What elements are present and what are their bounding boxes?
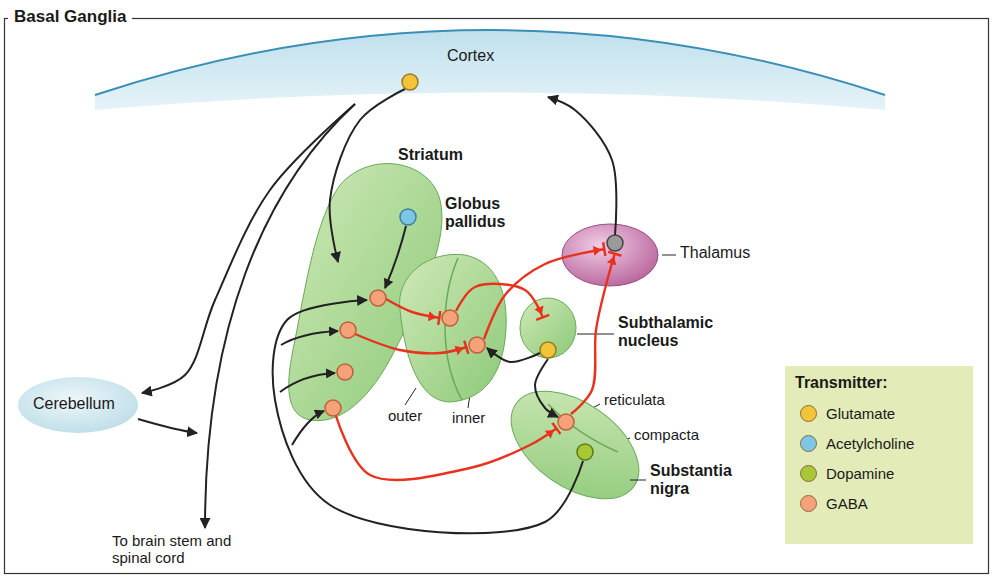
cortex-band [95, 30, 885, 110]
gaba-neuron [370, 290, 386, 306]
legend-swatch [800, 435, 817, 452]
region-name: Subthalamic nucleus [618, 314, 718, 351]
brain-region: Cortex [95, 25, 885, 115]
inhibitory-pathway [386, 299, 440, 318]
gaba-neuron [337, 364, 353, 380]
cholinergic-pathway [385, 226, 406, 288]
legend-swatch [800, 495, 817, 512]
cerebellum-shape [18, 377, 138, 433]
leader-line [662, 255, 676, 256]
legend-text: Glutamate [826, 405, 895, 422]
region-name: Globus pallidus [445, 195, 519, 232]
legend-text: Acetylcholine [826, 435, 914, 452]
legend-text: GABA [826, 495, 868, 512]
glutamate-neuron [402, 74, 418, 90]
gaba-neuron [325, 400, 341, 416]
legend-swatch [800, 405, 817, 422]
gaba-neuron [442, 310, 458, 326]
dopamine-branch [281, 331, 338, 345]
part-label: To brain stem and spinal cord [112, 532, 242, 567]
gaba-neuron [558, 414, 574, 430]
part-label: compacta [634, 426, 699, 443]
region-name: Striatum [398, 146, 463, 164]
dopamine-neuron [577, 444, 593, 460]
gaba-neuron [340, 322, 356, 338]
glutamate-neuron [540, 342, 556, 358]
brain-region: Cerebellum [16, 376, 140, 434]
part-label: Transmitter: [795, 374, 887, 392]
thalamic-neuron [607, 235, 623, 251]
gaba-neuron [469, 337, 485, 353]
legend-swatch [800, 465, 817, 482]
brain-region: Globus pallidus [395, 192, 525, 407]
legend-text: Dopamine [826, 465, 894, 482]
region-name: Cerebellum [33, 395, 115, 413]
part-label: outer [388, 407, 422, 424]
inhibitory-pathway [456, 284, 543, 318]
inhibitory-pathway [484, 249, 605, 339]
inhibitory-pathway [571, 253, 615, 414]
inhibitory-pathway [336, 416, 557, 480]
excitatory-pathway [142, 104, 355, 393]
acetylcholine-neuron [400, 209, 416, 225]
excitatory-pathway [487, 348, 540, 362]
subthalamic-shape [520, 298, 576, 358]
excitatory-pathway [273, 300, 583, 533]
legend-entry: Glutamate [800, 405, 895, 422]
cerebellar-output [138, 419, 197, 433]
part-label: inner [452, 409, 485, 426]
region-outline [95, 25, 885, 115]
part-label: reticulata [604, 391, 665, 408]
cortex-edge [95, 30, 885, 95]
legend-entry: Dopamine [800, 465, 894, 482]
diagram-title: Basal Ganglia [8, 7, 132, 27]
leader-line [630, 480, 646, 481]
region-name: Thalamus [680, 244, 750, 262]
brain-region: Thalamus [560, 222, 757, 288]
excitatory-pathway [535, 359, 558, 417]
legend-panel [785, 366, 973, 544]
frame [5, 19, 989, 574]
region-name: Cortex [447, 47, 494, 65]
excitatory-pathway [548, 97, 616, 235]
legend-entry: Acetylcholine [800, 435, 914, 452]
dopamine-branch [280, 373, 335, 392]
dopamine-branch [292, 411, 324, 445]
pallidus-shape [400, 254, 507, 402]
segment-divider [445, 258, 462, 400]
legend-entry: GABA [800, 495, 868, 512]
region-name: Substantia nigra [650, 462, 730, 499]
inhibitory-pathway [355, 334, 467, 353]
excitatory-pathway [330, 89, 405, 262]
leader-line [405, 388, 416, 405]
